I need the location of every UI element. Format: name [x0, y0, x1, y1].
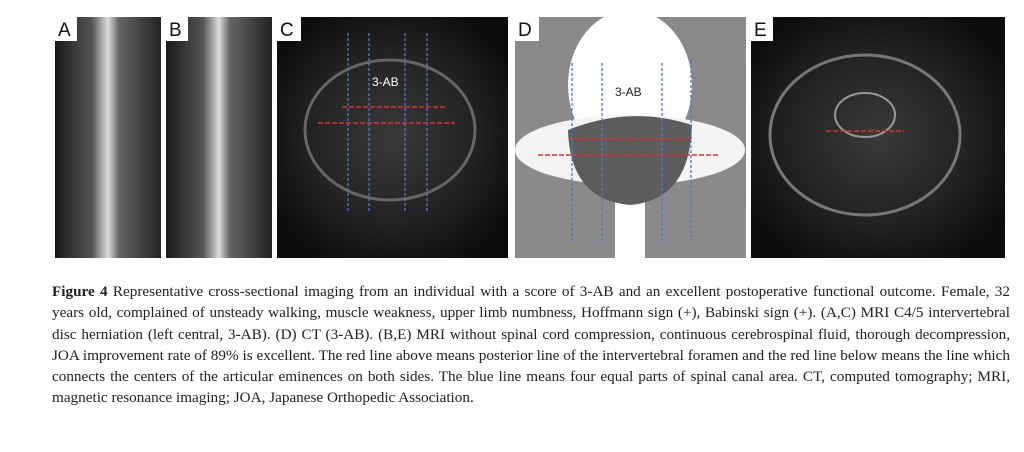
- panel-label: C: [280, 20, 294, 41]
- panel-d: 3-AB D: [515, 10, 746, 258]
- red-lines: [318, 106, 455, 124]
- panel-e: E: [751, 17, 1005, 258]
- figure-caption: Figure 4 Representative cross-sectional …: [52, 281, 1010, 409]
- panel-label: A: [58, 20, 71, 41]
- red-lines: [538, 137, 719, 156]
- caption-text: Representative cross-sectional imaging f…: [52, 283, 1010, 407]
- panel-a: A: [55, 17, 161, 258]
- panel-c: 3-AB C: [277, 17, 508, 258]
- blue-lines: [571, 60, 692, 241]
- figure-panels: A B 3-AB C 3-AB: [55, 10, 1005, 258]
- score-annotation: 3-AB: [372, 75, 399, 89]
- caption-label: Figure 4: [52, 283, 108, 300]
- score-annotation: 3-AB: [615, 85, 642, 99]
- panel-label: B: [169, 20, 182, 41]
- panel-label: E: [754, 20, 767, 41]
- panel-label: D: [518, 20, 532, 41]
- panel-b: B: [166, 17, 272, 258]
